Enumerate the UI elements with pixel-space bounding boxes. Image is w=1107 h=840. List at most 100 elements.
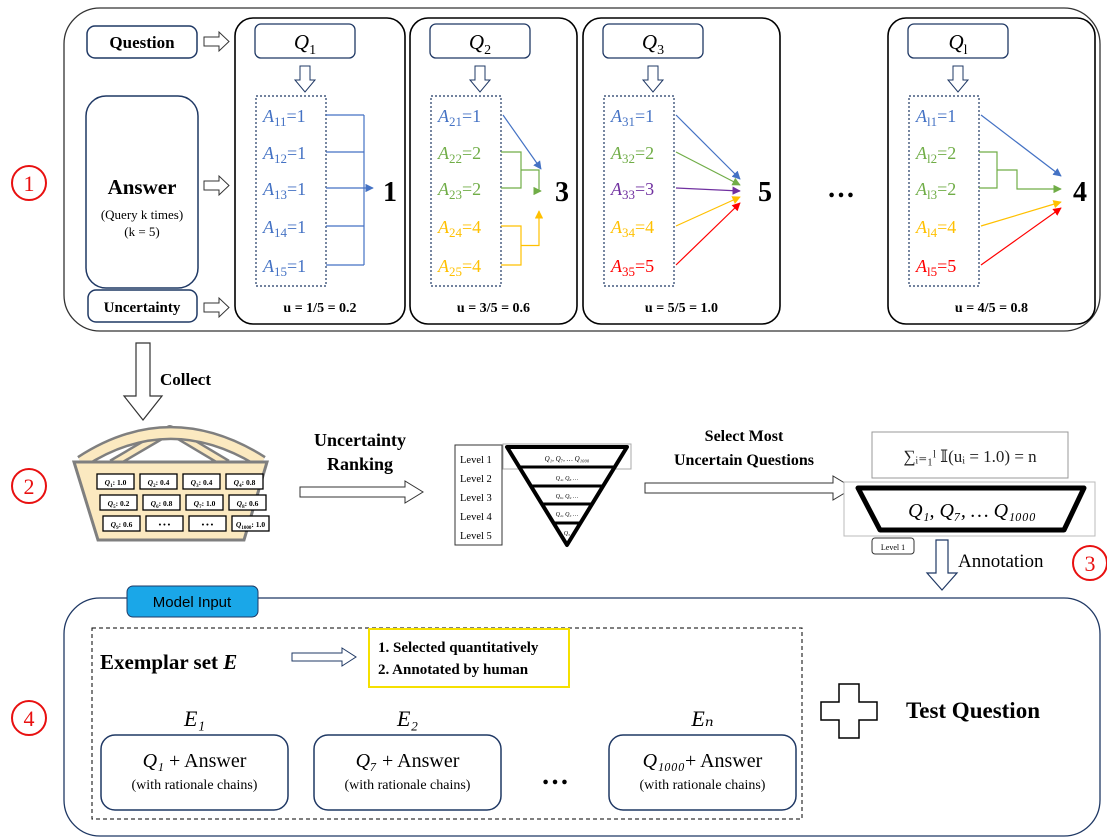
answer-sample: A25=4 (437, 256, 481, 279)
exemplar-box (608, 734, 797, 811)
answer-label-box (85, 95, 199, 289)
basket-cell (99, 494, 138, 511)
question-box (602, 23, 704, 59)
distinct-answer-count: 3 (555, 177, 569, 208)
answer-sample: A33=3 (610, 179, 654, 202)
answer-sample: A12=1 (262, 143, 306, 166)
basket-cell (188, 515, 227, 532)
exemplar-content: Q₇ + Answer (356, 750, 460, 772)
ranking-label-line1: Uncertainty (314, 430, 406, 450)
question-label: Question (109, 33, 175, 52)
answer-arrow (675, 186, 741, 195)
exemplar-note: (with rationale chains) (132, 778, 258, 793)
group-arrow (521, 210, 544, 247)
basket-cell (139, 473, 178, 490)
answer-samples-box (255, 95, 327, 287)
answer-arrow (980, 114, 1062, 177)
answer-sample: A24=4 (437, 217, 481, 240)
uncertainty-value: u = 3/5 = 0.6 (457, 301, 530, 316)
distinct-answer-count: 1 (383, 177, 397, 208)
answer-label: Answer (108, 175, 177, 199)
exemplar-set-label: Exemplar set E (100, 650, 237, 674)
basket-cell (231, 515, 270, 532)
stage4-container (63, 597, 1101, 837)
formula-box (871, 431, 1069, 479)
answer-sample: A32=2 (610, 143, 654, 166)
basket-cell (225, 473, 264, 490)
ranking-hollow-arrow (299, 480, 424, 504)
pyramid-level-questions: Q₂, Q₃ … (556, 512, 579, 518)
answer-arrow (980, 200, 1062, 227)
selection-formula: ∑ᵢ₌₁ˡ 𝕀(uᵢ = 1.0) = n (903, 447, 1037, 466)
answer-sample: A34=4 (610, 217, 654, 240)
exemplar-set-frame (91, 627, 803, 820)
basket-cell (102, 515, 141, 532)
basket-cell-label: Q7: 1.0 (194, 499, 216, 510)
basket-cell-label: • • • (159, 520, 171, 529)
select-hollow-arrow (644, 475, 854, 501)
question-id: Q2 (469, 30, 491, 58)
answer-sample: A35=5 (610, 256, 654, 279)
uncertainty-value: u = 4/5 = 0.8 (955, 301, 1028, 316)
answer-arrow (675, 202, 741, 266)
column-ellipsis: … (827, 173, 855, 204)
question-id: Q3 (642, 30, 664, 58)
test-question-label: Test Question (906, 698, 1040, 723)
answer-sample: A14=1 (262, 217, 306, 240)
basket-cell (228, 494, 267, 511)
basket-cell-label: Q4: 0.8 (234, 478, 256, 489)
annotation-label: Annotation (958, 551, 1044, 572)
answer-hollow-arrow (203, 174, 230, 197)
svg-text:2: 2 (24, 474, 35, 499)
exemplar-ellipsis: … (541, 760, 569, 791)
basket-cell-label: Q1000: 1.0 (236, 520, 265, 531)
answer-note-query: (Query k times) (101, 207, 183, 222)
level1-tag-box (871, 537, 915, 555)
answer-sample: Al2=2 (915, 143, 956, 166)
question-hollow-arrow (203, 30, 230, 53)
uncertainty-label: Uncertainty (104, 300, 181, 316)
answer-sample: A22=2 (437, 143, 481, 166)
annotation-hollow-arrow (925, 539, 959, 591)
group-arrow (521, 169, 542, 196)
basket-cell (145, 515, 184, 532)
basket-cell-label: Q1: 1.0 (105, 478, 127, 489)
uncertainty-label-box (87, 289, 198, 323)
answer-sample: A23=2 (437, 179, 481, 202)
basket-cell-label: Q8: 0.6 (237, 499, 259, 510)
basket-cell (142, 494, 181, 511)
basket-cell-label: Q9: 0.6 (111, 520, 133, 531)
collect-label: Collect (160, 370, 211, 389)
selected-questions: Q₁, Q₇, … Q₁₀₀₀ (908, 500, 1036, 522)
exemplar-box (313, 734, 502, 811)
distinct-answer-count: 4 (1073, 177, 1087, 208)
select-label-line1: Select Most (705, 428, 784, 445)
exemplar-hollow-arrow (291, 647, 357, 667)
question-down-arrow (468, 65, 492, 93)
exemplar-note: (with rationale chains) (345, 778, 471, 793)
answer-samples-box (908, 95, 980, 287)
exemplar-title: Eₙ (690, 706, 713, 731)
svg-text:1: 1 (24, 171, 35, 196)
step-1-marker: 1 (11, 165, 47, 201)
answer-sample: A21=1 (437, 106, 481, 129)
step-3-marker: 3 (1072, 545, 1107, 581)
basket-cell (185, 494, 224, 511)
exemplar-title: E₁ (183, 706, 205, 731)
level-label: Level 3 (460, 493, 492, 504)
answer-sample: Al4=4 (915, 217, 956, 240)
level-label: Level 4 (460, 512, 493, 523)
answer-sample: Al1=1 (915, 106, 956, 129)
level-label: Level 1 (460, 455, 492, 466)
basket-cell-label: Q2: 0.4 (148, 478, 170, 489)
exemplar-note-box (368, 628, 570, 688)
uncertainty-hollow-arrow (203, 296, 230, 319)
question-box (429, 23, 531, 59)
model-input-tab (126, 585, 259, 618)
